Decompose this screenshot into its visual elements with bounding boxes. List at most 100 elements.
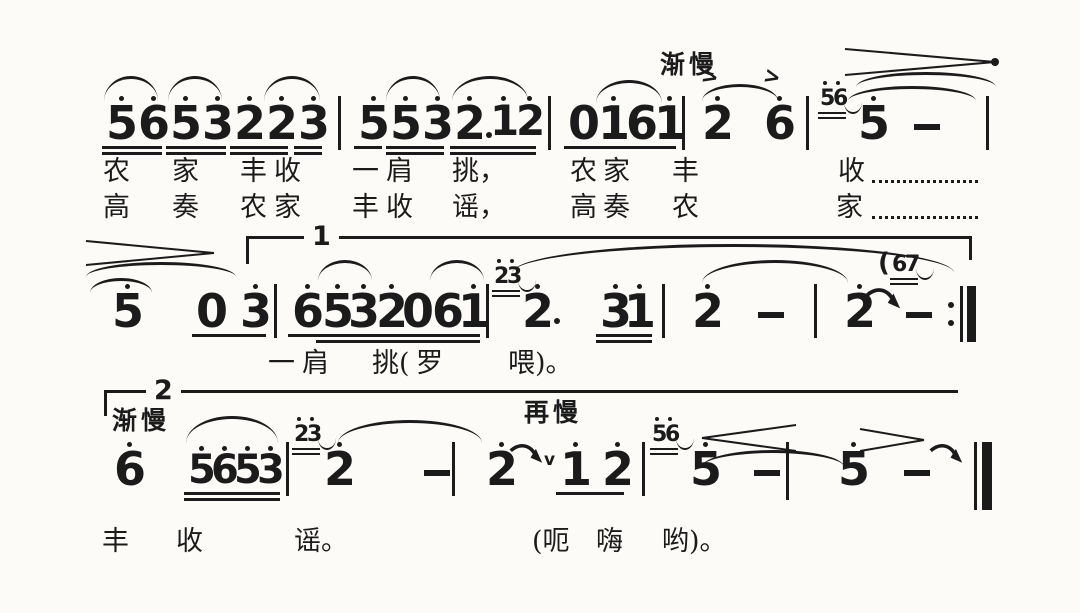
note: 2 xyxy=(234,96,267,150)
note: 5 xyxy=(322,284,355,338)
octave-dot xyxy=(535,284,540,289)
beam xyxy=(294,152,322,155)
slur xyxy=(430,260,484,281)
tempo-text: 渐慢 xyxy=(660,50,719,79)
slur xyxy=(90,278,152,293)
octave-dot xyxy=(655,417,659,421)
barline xyxy=(814,284,817,338)
beam xyxy=(184,492,280,495)
octave-dot xyxy=(222,446,227,451)
octave-dot xyxy=(183,96,188,101)
octave-dot xyxy=(851,442,856,447)
note: 1 xyxy=(654,96,687,150)
beam xyxy=(184,498,280,501)
octave-dot xyxy=(119,96,124,101)
octave-dot xyxy=(310,417,314,421)
octave-dot xyxy=(337,442,342,447)
octave-dot xyxy=(703,442,708,447)
slur xyxy=(318,260,372,281)
beam xyxy=(556,492,624,495)
lyric-syllable: 收 xyxy=(176,526,203,557)
grace-tie xyxy=(676,438,694,450)
slur xyxy=(168,76,222,101)
note: 3 xyxy=(257,447,285,493)
octave-dot xyxy=(435,96,440,101)
note: 5 xyxy=(188,447,216,493)
note: 0 xyxy=(196,284,229,338)
beam xyxy=(650,448,678,450)
note: 2 xyxy=(844,284,877,338)
barline xyxy=(486,284,489,338)
octave-dot xyxy=(247,96,252,101)
repeat-dot xyxy=(948,320,954,326)
octave-dot xyxy=(199,446,204,451)
lyric-syllable: 收 xyxy=(838,156,865,187)
octave-dot xyxy=(573,442,578,447)
beam xyxy=(564,146,676,149)
grace-tie xyxy=(318,438,336,450)
grace-note-digit: 2 xyxy=(294,422,310,447)
tempo-text: 再慢 xyxy=(524,398,583,427)
decrescendo-hairpin xyxy=(844,48,999,76)
beam xyxy=(890,278,918,280)
octave-dot xyxy=(510,259,514,263)
note: 3 xyxy=(348,284,381,338)
beam xyxy=(596,340,652,343)
barline xyxy=(682,96,685,150)
note: 5 xyxy=(358,96,391,150)
note: 5 xyxy=(858,96,891,150)
beam xyxy=(102,146,162,149)
octave-dot xyxy=(527,96,532,101)
note: 6 xyxy=(114,442,147,496)
volta-number: 2 xyxy=(146,377,181,404)
lyric-syllable: 农 xyxy=(672,192,699,223)
octave-dot xyxy=(361,284,366,289)
volta-left-drop xyxy=(246,236,249,264)
beam xyxy=(166,152,226,155)
note: 2 xyxy=(516,96,546,145)
octave-dot xyxy=(705,284,710,289)
note: 2 xyxy=(266,96,299,150)
portamento-arrow-icon xyxy=(865,288,901,309)
lyric-syllable: 肩 xyxy=(386,156,413,187)
slur xyxy=(386,76,440,101)
octave-dot xyxy=(125,284,130,289)
octave-dot xyxy=(497,259,501,263)
slur xyxy=(702,260,848,283)
octave-dot xyxy=(715,96,720,101)
note: 1 xyxy=(624,284,657,338)
slur xyxy=(338,420,482,443)
barline xyxy=(806,96,809,150)
lyric-syllable: 谣， xyxy=(452,192,506,223)
beam xyxy=(492,295,520,297)
note: 5 xyxy=(170,96,203,150)
octave-dot xyxy=(215,96,220,101)
leader-dots xyxy=(872,216,978,219)
beam xyxy=(294,146,322,149)
decrescendo-hairpin xyxy=(859,428,925,452)
octave-dot xyxy=(467,96,472,101)
lyric-syllable: 嗨 xyxy=(596,526,623,557)
portamento-arrow-icon xyxy=(929,444,963,463)
lyric-syllable: 一 xyxy=(352,156,379,187)
slur xyxy=(186,416,278,443)
note: 3 xyxy=(202,96,235,150)
octave-dot xyxy=(268,446,273,451)
note: 6 xyxy=(211,447,239,493)
grace-tie xyxy=(916,268,934,280)
lyric-syllable: 家 xyxy=(172,156,199,187)
barline xyxy=(274,284,277,338)
dash-extension xyxy=(904,470,930,476)
repeat-dot xyxy=(948,302,954,308)
note: 1 xyxy=(560,442,593,496)
lyric-syllable: 奏 xyxy=(172,192,199,223)
note: 0 xyxy=(568,96,601,150)
lyric-syllable: 农 xyxy=(570,156,597,187)
note: 5 xyxy=(838,442,871,496)
octave-dot xyxy=(667,96,672,101)
beam xyxy=(596,334,652,337)
octave-dot xyxy=(613,284,618,289)
octave-dot xyxy=(151,96,156,101)
